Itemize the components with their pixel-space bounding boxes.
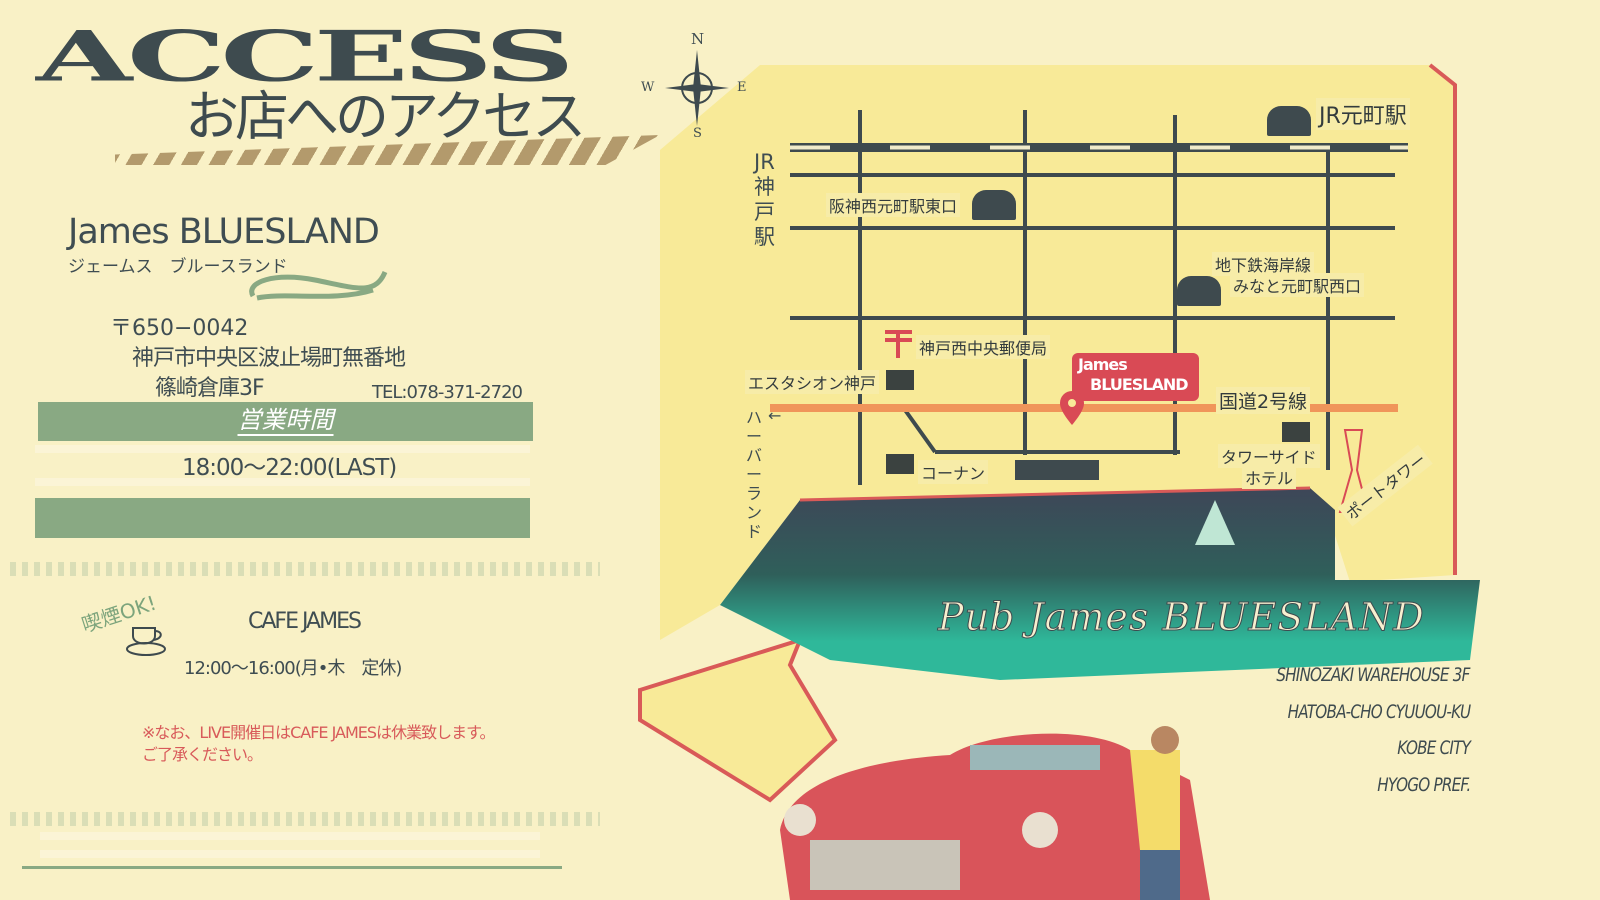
compass-s: S (693, 126, 702, 141)
label-route-2: 国道2号線 (1216, 387, 1311, 414)
streets (790, 110, 1395, 485)
cafe-note: ※なお、LIVE開催日はCAFE JAMESは休業致します。 ご了承ください。 (142, 722, 495, 766)
label-jr-motomachi: JR元町駅 (1316, 98, 1410, 130)
cafe-note-line-2: ご了承ください。 (142, 745, 263, 764)
compass-n: N (691, 30, 705, 48)
label-subway-line: 地下鉄海岸線 (1212, 252, 1315, 276)
post-office-icon (885, 330, 912, 358)
cafe-note-line-1: ※なお、LIVE開催日はCAFE JAMESは休業致します。 (142, 723, 495, 742)
divider (40, 832, 540, 840)
address-en-3: KOBE CITY (1397, 737, 1471, 759)
flourish-ornament (249, 270, 388, 301)
route-2-road (770, 404, 1398, 412)
label-towerside-2: ホテル (1242, 465, 1297, 489)
divider (22, 866, 562, 869)
subway-station-icon (1177, 276, 1221, 306)
compass-e: E (737, 80, 747, 95)
divider (40, 850, 540, 858)
train-station-icon (972, 190, 1016, 220)
label-harborland: ハーバーランド (746, 408, 763, 541)
page-title: ACCESS (36, 16, 574, 97)
sailboat-icon (1195, 500, 1235, 545)
lace-ornament (10, 812, 600, 826)
divider (35, 445, 530, 453)
address-en-2: HATOBA-CHO CYUUOU-KU (1287, 701, 1470, 723)
label-jr-kobe: JR神戸駅 (754, 150, 775, 249)
train-station-icon (1267, 106, 1311, 136)
lace-ornament (10, 562, 600, 576)
building-icon (886, 370, 914, 390)
coffee-cup-icon (126, 627, 166, 656)
cafe-name: CAFE JAMES (248, 609, 362, 634)
script-title: Pub James BLUESLAND (938, 595, 1425, 640)
shop-marker-label[interactable]: James BLUESLAND (1072, 353, 1199, 401)
building-icon (1282, 422, 1310, 442)
address-en-1: SHINOZAKI WAREHOUSE 3F (1276, 664, 1471, 686)
page-subtitle: お店へのアクセス (185, 85, 586, 148)
telephone: TEL:078-371-2720 (372, 382, 523, 403)
postal-code: 〒650−0042 (110, 316, 249, 341)
marker-line-2: BLUESLAND (1090, 375, 1189, 394)
building-icon (886, 454, 914, 474)
hours-value: 18:00〜22:00(LAST) (182, 455, 397, 481)
address-en-4: HYOGO PREF. (1376, 774, 1471, 796)
sea (720, 488, 1480, 680)
hours-heading: 営業時間 (237, 406, 334, 434)
vintage-car-photo (780, 726, 1210, 900)
shop-name: James BLUESLAND (68, 212, 380, 252)
warehouse-icon (1015, 460, 1099, 480)
compass-icon: N S E W (640, 30, 755, 145)
marker-line-1: James (1078, 355, 1128, 374)
compass-w: W (641, 80, 655, 95)
hours-header-bar: 営業時間 (38, 402, 533, 441)
label-subway-station: みなと元町駅西口 (1230, 273, 1365, 297)
address-line-2: 篠崎倉庫3F (155, 376, 265, 401)
divider (35, 478, 530, 486)
cafe-hours: 12:00〜16:00(月•木 定休) (184, 658, 402, 679)
green-bar (35, 498, 530, 538)
label-hanshin-station: 阪神西元町駅東口 (826, 193, 961, 217)
label-towerside-1: タワーサイド (1218, 444, 1320, 468)
label-post-office: 神戸西中央郵便局 (916, 335, 1051, 359)
label-estacion: エスタシオン神戸 (745, 370, 880, 394)
arrow-left-icon: ← (768, 406, 782, 425)
address-line-1: 神戸市中央区波止場町無番地 (132, 346, 406, 371)
label-konan: コーナン (918, 460, 989, 484)
shop-kana: ジェームス ブルースランド (68, 257, 288, 277)
